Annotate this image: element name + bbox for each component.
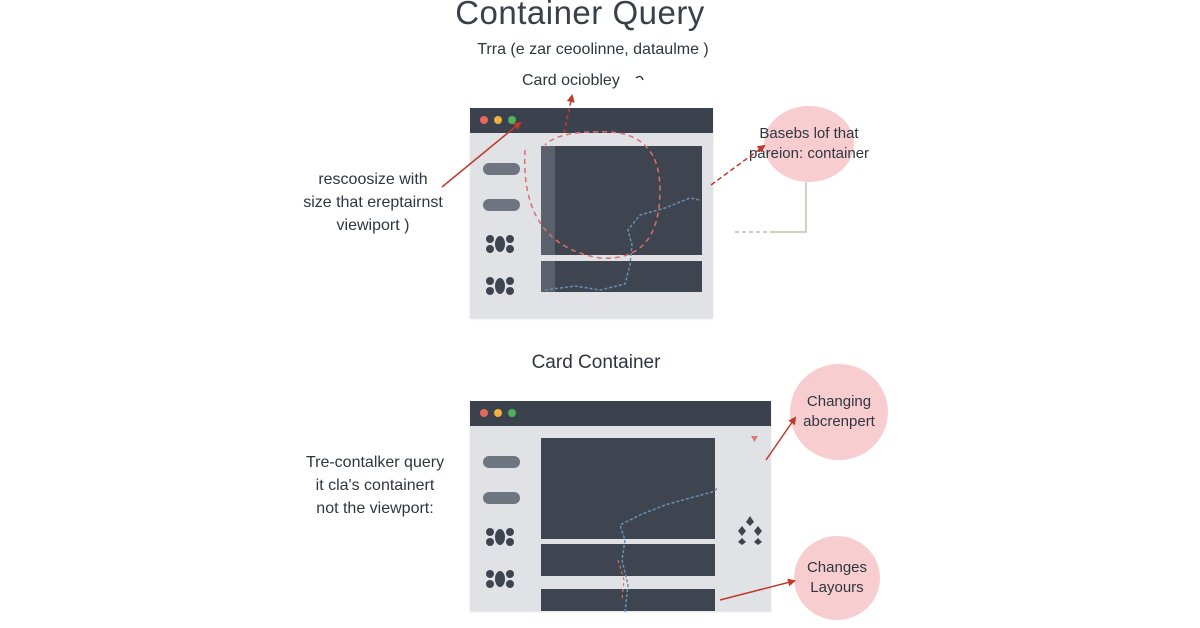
diamond-cluster-icon (738, 516, 762, 545)
bottom-note-line-2: it cla's containert (315, 477, 435, 494)
minimize-dot-icon[interactable] (494, 116, 502, 124)
bottom-window-titlebar (470, 401, 771, 426)
bubble-changing-line-2: abcrenpert (803, 413, 875, 430)
card-panel-large[interactable] (541, 438, 715, 539)
dashed-highlight-circle (523, 131, 661, 259)
squiggle-line (544, 197, 701, 291)
bubble-changing-line-1: Changing (806, 393, 872, 410)
sidebar-pill-1[interactable] (483, 163, 520, 175)
page-title: Container Query (455, 0, 705, 31)
dots-cluster-icon (486, 528, 514, 546)
bubble-layouts-line-1: Changes (806, 559, 868, 576)
arrow-top-left (441, 121, 522, 188)
dots-cluster-icon (486, 235, 514, 253)
arrow-bubble-layouts (719, 578, 796, 601)
top-window (470, 108, 713, 318)
dots-cluster-icon (486, 277, 514, 295)
bottom-note: Tre-contalker query it cla's containert … (290, 451, 460, 520)
top-note: rescoosize with size that ereptairnst vi… (288, 168, 458, 237)
top-bubble: Basebs lof that pareion: container (749, 106, 869, 182)
bubble-changing: Changing abcrenpert (790, 364, 888, 460)
section-title: Card Container (531, 352, 661, 373)
bubble-layouts-line-2: Layours (810, 579, 864, 596)
card-panel-small[interactable] (541, 261, 702, 292)
panel-edge (541, 261, 555, 292)
arrow-card-label (563, 94, 575, 134)
small-triangle-icon (751, 436, 758, 442)
sidebar-pill-1[interactable] (483, 456, 520, 468)
maximize-dot-icon[interactable] (508, 116, 516, 124)
arrow-bubble-changing (765, 416, 797, 461)
bubble-layouts: Changes Layours (794, 536, 880, 620)
card-panel-large[interactable] (541, 146, 702, 255)
curl-icon (635, 75, 644, 81)
sidebar-pill-2[interactable] (483, 199, 520, 211)
connector-line (770, 182, 807, 233)
card-label: Card ociobley (522, 72, 620, 89)
arrow-top-right (710, 144, 766, 186)
close-dot-icon[interactable] (480, 116, 488, 124)
bottom-note-line-1: Tre-contalker query (305, 454, 445, 471)
maximize-dot-icon[interactable] (508, 409, 516, 417)
bottom-window (470, 401, 771, 611)
top-note-line-1: rescoosize with (318, 171, 428, 188)
squiggle-red (617, 559, 625, 601)
card-panel-medium[interactable] (541, 544, 715, 576)
squiggle-line (619, 487, 719, 613)
page-subtitle: Trra (e zar ceoolinne, dataulme ) (477, 41, 709, 58)
card-panel-small[interactable] (541, 589, 715, 611)
bottom-note-line-3: not the viewport: (316, 500, 434, 517)
sidebar-pill-2[interactable] (483, 492, 520, 504)
dots-cluster-icon (486, 570, 514, 588)
top-note-line-3: viewiport ) (336, 217, 410, 234)
top-bubble-line-2: pareion: container (748, 145, 870, 162)
minimize-dot-icon[interactable] (494, 409, 502, 417)
top-note-line-2: size that ereptairnst (303, 194, 443, 211)
close-dot-icon[interactable] (480, 409, 488, 417)
top-bubble-line-1: Basebs lof that (759, 125, 859, 142)
